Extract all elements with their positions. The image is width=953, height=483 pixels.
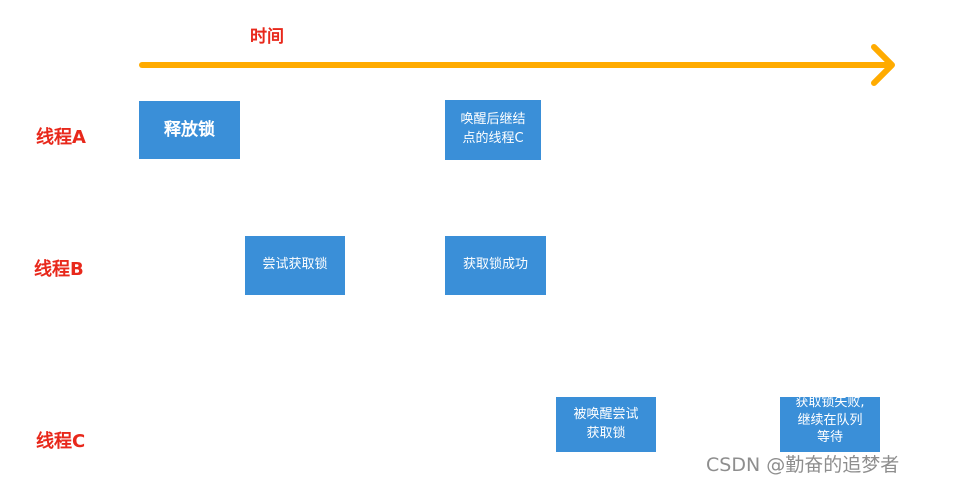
time-label: 时间 — [250, 27, 284, 47]
thread-c-label: 线程C — [36, 431, 86, 452]
watermark: CSDN @勤奋的追梦者 — [706, 454, 900, 476]
event-box-try-acquire: 尝试获取锁 — [245, 236, 345, 295]
event-label: 尝试获取锁 — [262, 257, 328, 273]
thread-b-label: 线程B — [34, 259, 84, 280]
event-label: 释放锁 — [164, 119, 215, 140]
event-box-woken-try-acquire: 被唤醒尝试 获取锁 — [556, 397, 656, 452]
time-arrow — [139, 44, 895, 86]
event-box-release-lock: 释放锁 — [139, 101, 240, 159]
event-label: 获取锁失败, 继续在队列 等待 — [795, 397, 865, 446]
thread-a-label: 线程A — [36, 127, 86, 148]
event-box-wake-successor: 唤醒后继结 点的线程C — [445, 100, 541, 160]
event-label: 唤醒后继结 点的线程C — [460, 112, 526, 146]
event-label: 获取锁成功 — [462, 257, 528, 273]
event-box-acquire-success: 获取锁成功 — [445, 236, 546, 295]
event-box-acquire-failed: 获取锁失败, 继续在队列 等待 — [780, 397, 880, 452]
event-label: 被唤醒尝试 获取锁 — [573, 406, 639, 441]
